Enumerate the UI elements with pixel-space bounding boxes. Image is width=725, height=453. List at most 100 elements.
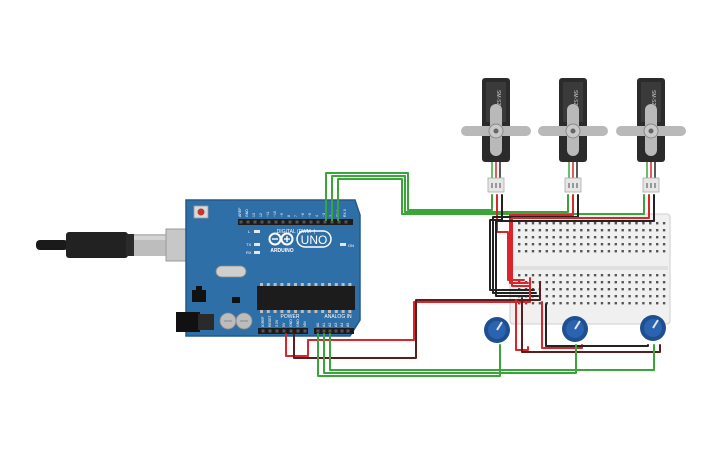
breadboard [509, 213, 671, 325]
led-l-label: L [248, 229, 251, 234]
crystal-oscillator [215, 265, 247, 278]
capacitors [219, 312, 253, 330]
header-pin[interactable] [289, 329, 293, 333]
power-pin-label: VIN [303, 321, 307, 327]
header-pin[interactable] [316, 220, 320, 224]
header-pin[interactable] [267, 220, 271, 224]
wire-5v [285, 277, 531, 357]
servo-motor-3: SM-S2309S [616, 78, 686, 193]
header-pin[interactable] [253, 220, 257, 224]
header-pin[interactable] [261, 329, 265, 333]
header-pin[interactable] [328, 329, 332, 333]
header-pin[interactable] [330, 220, 334, 224]
status-leds [254, 230, 346, 254]
header-pin[interactable] [323, 220, 327, 224]
header-pin[interactable] [281, 220, 285, 224]
header-pin[interactable] [302, 220, 306, 224]
digital-pin-label: ~6 [301, 213, 305, 217]
potentiometer-2[interactable] [562, 316, 588, 342]
header-pin[interactable] [268, 329, 272, 333]
uno-logo-text: UNO [301, 233, 328, 247]
header-pin[interactable] [340, 329, 344, 333]
digital-pin-label: ~11 [266, 211, 270, 217]
wire-analog-a2 [329, 333, 655, 371]
servo-motor-2: SM-S2309S [538, 78, 608, 193]
arduino-logo-icon [268, 232, 294, 246]
wire-analog-a0 [317, 333, 501, 377]
power-jack-icon [176, 312, 214, 332]
header-pin[interactable] [260, 220, 264, 224]
header-pin[interactable] [344, 220, 348, 224]
bottom-pin-row [261, 329, 350, 333]
header-pin[interactable] [346, 329, 350, 333]
potentiometer-1[interactable] [484, 317, 510, 343]
digital-pin-label: AREF [238, 208, 242, 217]
header-pin[interactable] [337, 220, 341, 224]
smd-component [232, 297, 240, 303]
on-label: ON [348, 243, 354, 248]
digital-pin-label: 13 [252, 213, 256, 217]
servo-model-label: SM-S2309S [572, 90, 578, 118]
analog-pin-label: A4 [340, 323, 344, 327]
reset-button-icon[interactable] [193, 205, 209, 219]
digital-pin-row [239, 220, 348, 224]
power-pin-label: GND [289, 319, 293, 327]
header-pin[interactable] [239, 220, 243, 224]
wires [285, 172, 661, 377]
power-pin-label: 5V [282, 322, 286, 327]
header-pin[interactable] [275, 329, 279, 333]
servo-model-label: SM-S2309S [495, 90, 501, 118]
wire-gnd [293, 281, 541, 359]
digital-pin-label: 4 [315, 215, 319, 217]
atmega-chip [257, 286, 355, 310]
wire-servo2-vcc [509, 194, 574, 284]
led-rx-label: RX [246, 250, 252, 255]
arduino-brand-text: ARDUINO [270, 248, 293, 254]
header-pin[interactable] [334, 329, 338, 333]
header-pin[interactable] [296, 329, 300, 333]
potentiometer-3[interactable] [640, 315, 666, 341]
header-pin[interactable] [295, 220, 299, 224]
digital-pin-label: ~5 [308, 213, 312, 217]
digital-header-label: DIGITAL (PWM~) [277, 229, 316, 235]
header-pin[interactable] [274, 220, 278, 224]
digital-pin-label: RX 0 [343, 209, 347, 217]
digital-pin-label: 12 [259, 213, 263, 217]
analog-pin-label: A2 [328, 323, 332, 327]
servo-motor-1: SM-S2309S [461, 78, 531, 193]
power-pin-label: RESET [268, 314, 272, 327]
wire-signal-servo-3 [337, 178, 645, 221]
servo-model-label: SM-S2309S [650, 90, 656, 118]
header-pin[interactable] [246, 220, 250, 224]
header-pin[interactable] [316, 329, 320, 333]
header-pin[interactable] [282, 329, 286, 333]
digital-pin-label: ~3 [322, 213, 326, 217]
header-pin[interactable] [303, 329, 307, 333]
digital-pin-label: ~10 [273, 211, 277, 217]
analog-pin-label: A1 [322, 323, 326, 327]
header-pin[interactable] [322, 329, 326, 333]
header-pin[interactable] [288, 220, 292, 224]
digital-pin-label: 7 [294, 215, 298, 217]
uno-logo-box [296, 230, 332, 248]
power-pin-label: 3.3V [275, 319, 279, 327]
servo-group: SM-S2309S SM-S2309S SM-S2309S [461, 78, 686, 193]
digital-pin-label: ~9 [280, 213, 284, 217]
power-label: POWER [281, 314, 300, 320]
analog-pin-label: A0 [316, 323, 320, 327]
analog-pin-label: A3 [334, 323, 338, 327]
wire-servo1-gnd [489, 194, 535, 291]
power-pin-label: IOREF [261, 316, 265, 327]
wire-servo3-gnd [495, 194, 655, 297]
header-pin[interactable] [309, 220, 313, 224]
digital-pin-label: GND [245, 209, 249, 217]
digital-pin-label: 8 [287, 215, 291, 217]
wire-signal-servo-2 [331, 175, 569, 221]
wire-signal-servo-1 [325, 172, 493, 221]
voltage-regulator [192, 290, 206, 302]
wire-servo2-gnd [492, 194, 579, 294]
